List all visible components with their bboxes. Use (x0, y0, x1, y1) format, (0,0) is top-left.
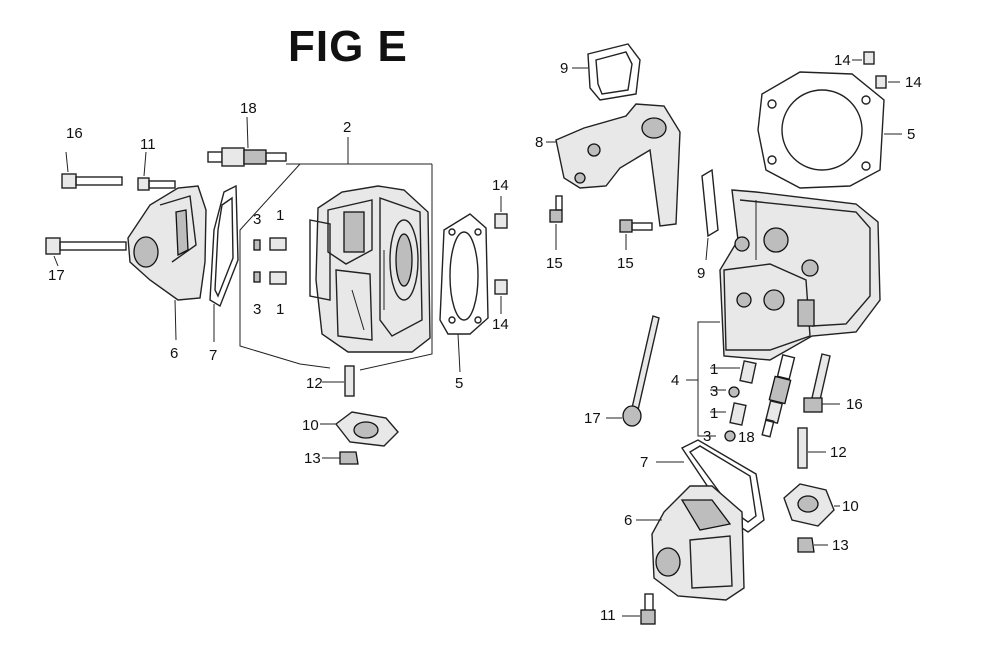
callout-1: 1 (710, 361, 719, 378)
bolt-17-right (606, 315, 660, 427)
callout-1: 1 (276, 207, 285, 224)
callout-1: 1 (276, 301, 285, 318)
dowel-14-left (494, 196, 508, 314)
rocker-cover-6-right (636, 485, 745, 601)
callout-6: 6 (170, 345, 179, 362)
callout-5: 5 (907, 126, 916, 143)
bolt-11-left (137, 151, 176, 191)
callout-16: 16 (846, 396, 863, 413)
callout-15: 15 (546, 255, 563, 272)
bolt-16-left (61, 151, 123, 189)
assembly-bracket-4 (686, 321, 740, 437)
valve-parts-left (253, 237, 287, 285)
callout-3: 3 (253, 211, 262, 228)
head-gasket-5-left (439, 213, 489, 373)
callout-9: 9 (697, 265, 706, 282)
callout-14: 14 (905, 74, 922, 91)
stud-flange-nut-right (783, 427, 840, 553)
stud-flange-nut-left (320, 365, 399, 465)
callout-11: 11 (600, 607, 616, 624)
callout-4: 4 (671, 372, 680, 389)
callout-18: 18 (738, 429, 755, 446)
callout-12: 12 (306, 375, 323, 392)
gasket-7-left (209, 184, 239, 342)
callout-12: 12 (830, 444, 847, 461)
callout-5: 5 (455, 375, 464, 392)
gasket-9-side (701, 168, 719, 261)
callout-10: 10 (302, 417, 319, 434)
callout-16: 16 (66, 125, 83, 142)
bolt-16-right (803, 353, 840, 413)
assembly-bracket-2 (239, 137, 433, 371)
gasket-9-top (572, 43, 641, 101)
callout-17: 17 (584, 410, 601, 427)
callout-7: 7 (209, 347, 218, 364)
callout-17: 17 (48, 267, 65, 284)
callout-9: 9 (560, 60, 569, 77)
callout-14: 14 (834, 52, 851, 69)
spark-plug-18-right (761, 354, 796, 438)
head-gasket-5-right (757, 71, 902, 189)
figure-title: FIG E (288, 22, 408, 71)
callout-11: 11 (140, 136, 156, 153)
cylinder-head-right (719, 189, 881, 361)
callout-14: 14 (492, 316, 509, 333)
callout-6: 6 (624, 512, 633, 529)
callout-15: 15 (617, 255, 634, 272)
cylinder-head-left (309, 185, 431, 353)
callout-10: 10 (842, 498, 859, 515)
callout-13: 13 (832, 537, 849, 554)
bolt-15-right (549, 195, 653, 250)
callout-8: 8 (535, 134, 544, 151)
bolt-11-right (622, 593, 656, 625)
callout-2: 2 (343, 119, 352, 136)
bracket-8 (546, 103, 681, 227)
rocker-cover-6-left (127, 185, 207, 341)
callout-3: 3 (710, 383, 719, 400)
callout-7: 7 (640, 454, 649, 471)
valve-parts-right (724, 360, 757, 442)
callout-18: 18 (240, 100, 257, 117)
spark-plug-18-left (207, 116, 287, 167)
bolt-17-left (45, 237, 127, 267)
callout-13: 13 (304, 450, 321, 467)
dowel-14-right (852, 51, 900, 89)
callout-14: 14 (492, 177, 509, 194)
callout-1: 1 (710, 405, 719, 422)
callout-3: 3 (253, 301, 262, 318)
callout-3: 3 (703, 428, 712, 445)
